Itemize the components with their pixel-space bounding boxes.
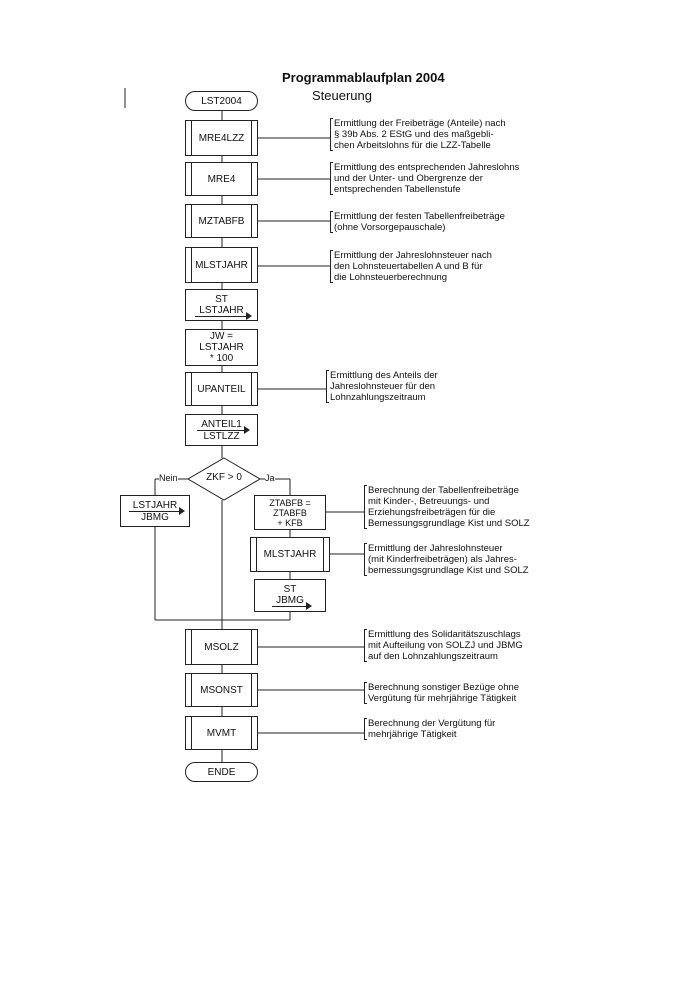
assign-jw-line3: * 100 xyxy=(209,353,234,364)
process-mre4-label: MRE4 xyxy=(207,173,236,185)
process-msolz: MSOLZ xyxy=(185,629,258,665)
process-upanteil: UPANTEIL xyxy=(185,372,258,406)
start-terminator: LST2004 xyxy=(185,91,258,111)
assign-ztabfb-line1: ZTABFB = xyxy=(269,497,311,508)
assign-st-jbmg-target: ST xyxy=(283,584,297,595)
page-subtitle: Steuerung xyxy=(312,88,372,103)
assign-st-lstjahr-source: LSTJAHR xyxy=(195,305,253,320)
process-mvmt-label: MVMT xyxy=(206,727,237,739)
assign-jw-line2: LSTJAHR xyxy=(199,342,244,353)
process-mre4: MRE4 xyxy=(185,162,258,196)
process-mztabfb: MZTABFB xyxy=(185,204,258,238)
decision-zkf: ZKF > 0 xyxy=(206,472,242,483)
decision-yes-label: Ja xyxy=(265,473,275,483)
note-mztabfb: Ermittlung der festen Tabellenfreibeträg… xyxy=(330,211,554,233)
note-mlstjahr: Ermittlung der Jahreslohnsteuer nach den… xyxy=(330,250,554,283)
assign-st-jbmg-source: JBMG xyxy=(272,595,312,610)
process-upanteil-label: UPANTEIL xyxy=(197,383,246,395)
process-mre4lzz-label: MRE4LZZ xyxy=(198,132,245,144)
process-mre4lzz: MRE4LZZ xyxy=(185,120,258,156)
note-mre4: Ermittlung des entsprechenden Jahreslohn… xyxy=(330,162,559,195)
assign-anteil1-target: LSTLZZ xyxy=(203,430,240,442)
start-label: LST2004 xyxy=(201,95,242,107)
assign-st-jbmg: ST JBMG xyxy=(254,579,326,612)
assign-lstjahr-jbmg-source: LSTJAHR xyxy=(128,500,186,515)
assign-ztabfb-line2: ZTABFB xyxy=(273,507,307,518)
process-mlstjahr: MLSTJAHR xyxy=(185,247,258,283)
note-upanteil: Ermittlung des Anteils der Jahreslohnste… xyxy=(326,370,510,403)
end-terminator: ENDE xyxy=(185,762,258,782)
assign-lstjahr-jbmg: LSTJAHR JBMG xyxy=(120,495,190,527)
end-label: ENDE xyxy=(207,766,236,778)
assign-st-lstjahr-target: ST xyxy=(215,293,228,305)
assign-ztabfb: ZTABFB = ZTABFB + KFB xyxy=(254,495,326,530)
decision-no-label: Nein xyxy=(159,473,178,483)
assign-anteil1-lstlzz: ANTEIL1 LSTLZZ xyxy=(185,414,258,446)
assign-jw-line1: JW = xyxy=(209,331,234,342)
assign-st-lstjahr: ST LSTJAHR xyxy=(185,289,258,321)
process-msonst: MSONST xyxy=(185,673,258,707)
process-mlstjahr-label: MLSTJAHR xyxy=(195,259,248,271)
process-msolz-label: MSOLZ xyxy=(204,641,239,653)
assign-ztabfb-line3: + KFB xyxy=(277,517,303,528)
process-mlstjahr-2: MLSTJAHR xyxy=(250,537,330,572)
note-msonst: Berechnung sonstiger Bezüge ohne Vergütu… xyxy=(364,682,568,704)
note-msolz: Ermittlung des Solidaritätszuschlags mit… xyxy=(364,629,568,662)
note-ztabfb: Berechnung der Tabellenfreibeträge mit K… xyxy=(364,485,568,529)
assign-jw: JW = LSTJAHR * 100 xyxy=(185,329,258,366)
note-mre4lzz: Ermittlung der Freibeträge (Anteile) nac… xyxy=(330,118,554,151)
process-mvmt: MVMT xyxy=(185,716,258,750)
process-msonst-label: MSONST xyxy=(200,684,243,696)
note-mvmt: Berechnung der Vergütung für mehrjährige… xyxy=(364,718,568,740)
page-title: Programmablaufplan 2004 xyxy=(282,70,445,85)
process-mztabfb-label: MZTABFB xyxy=(198,215,245,227)
assign-lstjahr-jbmg-target: JBMG xyxy=(141,511,169,523)
note-mlstjahr-2: Ermittlung der Jahreslohnsteuer (mit Kin… xyxy=(364,543,573,576)
assign-anteil1-source: ANTEIL1 xyxy=(197,419,250,434)
process-mlstjahr-2-label: MLSTJAHR xyxy=(263,549,317,560)
